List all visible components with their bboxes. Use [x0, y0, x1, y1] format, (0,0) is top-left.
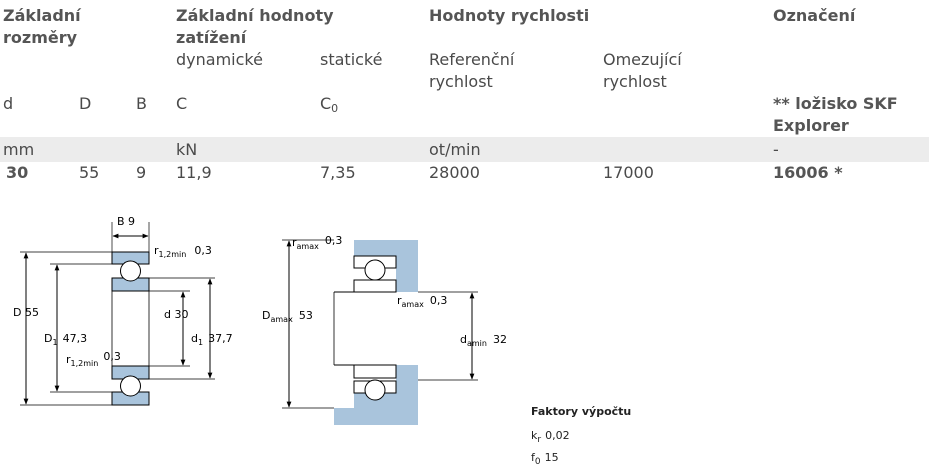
skf-explorer-note-line1: ** ložisko SKF — [773, 94, 898, 113]
dim-r12-bottom-label: r1,2min0,3 — [66, 350, 121, 368]
symbol-C: C — [176, 94, 188, 113]
unit-designation: - — [773, 140, 779, 159]
abutment-drawing — [282, 239, 478, 425]
symbol-B: B — [136, 94, 147, 113]
subheader-reference-speed-line2: rychlost — [429, 72, 493, 91]
header-basic-load-line2: zatížení — [176, 28, 247, 47]
value-C0: 7,35 — [320, 163, 356, 182]
header-basic-load-line1: Základní hodnoty — [176, 6, 334, 25]
dim-d-label: d 30 — [164, 308, 188, 321]
subheader-dynamic: dynamické — [176, 50, 263, 69]
symbol-d: d — [3, 94, 14, 113]
ball-top — [120, 260, 141, 282]
symbol-C0-base: C — [320, 94, 332, 113]
abutment-ball-bottom — [364, 379, 386, 401]
abutment-ball-top — [364, 259, 386, 281]
symbol-D: D — [79, 94, 92, 113]
factor-f0-value: 15 — [544, 451, 559, 465]
skf-explorer-note-line2: Explorer — [773, 116, 849, 135]
value-C: 11,9 — [176, 163, 212, 182]
unit-mm: mm — [3, 140, 35, 159]
header-basic-dimensions-line2: rozměry — [3, 28, 78, 47]
factors-title: Faktory výpočtu — [531, 405, 632, 418]
value-d: 30 — [6, 163, 29, 182]
subheader-limiting-speed-line2: rychlost — [603, 72, 667, 91]
symbol-C0: C0 — [320, 93, 338, 120]
abutment-inner-ring-bottom — [353, 364, 397, 379]
value-D: 55 — [79, 163, 100, 182]
unit-kn: kN — [176, 140, 198, 159]
ball-bottom — [120, 375, 141, 397]
subheader-static: statické — [320, 50, 383, 69]
bearing-section-drawing — [20, 222, 215, 406]
subheader-reference-speed-line1: Referenční — [429, 50, 515, 69]
dim-D-label: D 55 — [13, 306, 39, 319]
units-row-band — [0, 137, 929, 162]
factor-f0-symbol: f0 — [531, 451, 541, 468]
header-speed-values: Hodnoty rychlosti — [429, 6, 590, 25]
value-limiting-speed: 17000 — [603, 163, 654, 182]
bearing-data-table: Základní rozměry Základní hodnoty zatíže… — [0, 0, 929, 190]
abutment-inner-ring-top — [353, 279, 397, 293]
subheader-limiting-speed-line1: Omezující — [603, 50, 682, 69]
symbol-C0-sub: 0 — [331, 102, 339, 115]
dim-B-label: B 9 — [117, 215, 135, 228]
value-reference-speed: 28000 — [429, 163, 480, 182]
value-designation: 16006 * — [773, 163, 843, 182]
header-basic-dimensions-line1: Základní — [3, 6, 81, 25]
factor-kr-symbol: kr — [531, 429, 542, 446]
factor-kr-value: 0,02 — [545, 429, 570, 442]
value-B: 9 — [136, 163, 147, 182]
unit-speed: ot/min — [429, 140, 481, 159]
header-designation: Označení — [773, 6, 856, 25]
